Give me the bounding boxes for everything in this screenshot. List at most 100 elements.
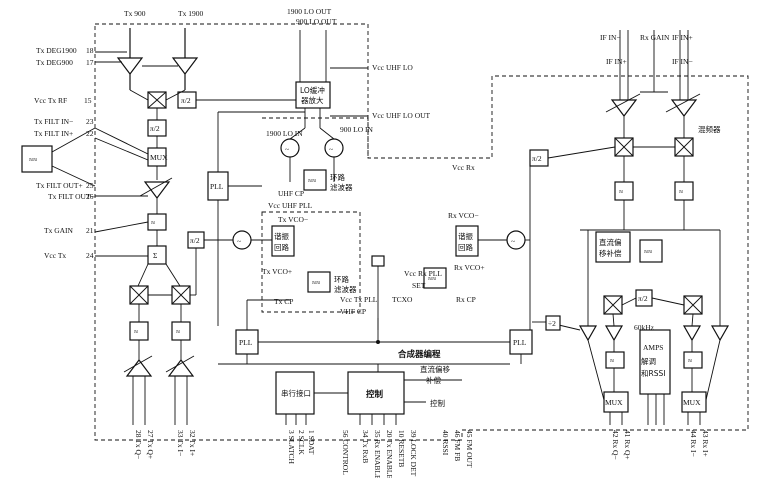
- rx-i-lpf: [683, 351, 703, 369]
- tx-tank-circuit: [271, 225, 295, 257]
- svg-text:MUX: MUX: [150, 153, 168, 162]
- uhf-section-boundary: [262, 117, 369, 158]
- pin-label-tx-deg1900: Tx DEG1900: [36, 46, 77, 55]
- khz60-label: 60kHz: [634, 323, 655, 332]
- svg-text:17: 17: [86, 58, 94, 67]
- rx-q-mux: [603, 391, 629, 413]
- svg-text:回路: 回路: [458, 242, 473, 252]
- tx900-driver: [116, 28, 144, 90]
- bottom-pin-44: 44 Rx I−: [689, 430, 698, 457]
- svg-text:π/2: π/2: [532, 154, 542, 163]
- tx-summer: [147, 245, 167, 265]
- pin-label-rx-cp: Rx CP: [456, 295, 476, 304]
- svg-text:回路: 回路: [274, 242, 289, 252]
- svg-text:π/2: π/2: [150, 124, 160, 133]
- svg-text:移补偿: 移补偿: [599, 248, 622, 258]
- pin-label-uhf-cp: UHF CP: [278, 189, 304, 198]
- rx-loop-filter: [423, 267, 447, 289]
- pin-label-vcc-rx-pll: Vcc Rx PLL: [404, 269, 442, 278]
- tx-external-filter: [21, 145, 53, 173]
- mixer-label: 混频器: [698, 124, 721, 134]
- pin-label-vcc-uhf-pll: Vcc UHF PLL: [268, 201, 313, 210]
- pin-label-tcxo: TCXO: [392, 295, 413, 304]
- svg-text:24: 24: [86, 251, 94, 260]
- svg-text:22: 22: [86, 129, 94, 138]
- pin-label-set: SET: [412, 281, 426, 290]
- pin-label-vcc-tx-pll: Vcc Tx PLL: [340, 295, 378, 304]
- pin-label-tx-deg900: Tx DEG900: [36, 58, 73, 67]
- bottom-pin-39: 39 LOCK DET: [409, 430, 418, 477]
- rx-dc-offset-comp: [595, 231, 631, 263]
- svg-text:~: ~: [285, 145, 289, 154]
- svg-text:环路: 环路: [330, 172, 345, 182]
- svg-text:≈: ≈: [619, 187, 623, 196]
- svg-text:≈: ≈: [134, 327, 138, 336]
- bottom-pin-43: 43 Rx I+: [701, 430, 710, 457]
- pin-label-tx-gain: Tx GAIN: [44, 226, 74, 235]
- svg-text:≈: ≈: [679, 187, 683, 196]
- pin-label-tx-filt-in-plus: Tx FILT IN+: [34, 129, 73, 138]
- rx-buf-4: [710, 325, 730, 342]
- bottom-pin-42: 42 Rx Q−: [611, 430, 620, 460]
- svg-text:PLL: PLL: [513, 338, 527, 347]
- svg-text:补偿: 补偿: [426, 375, 441, 385]
- rx-q-lpf: [605, 351, 625, 369]
- svg-text:PLL: PLL: [210, 182, 224, 191]
- bottom-pin-20: 20 Tx ENABLE: [385, 430, 394, 478]
- svg-text:18: 18: [86, 46, 94, 55]
- lo-buffer-amp: [295, 81, 331, 109]
- pin-label-tx900: Tx 900: [124, 9, 146, 18]
- pin-label-vcc-rx: Vcc Rx: [452, 163, 475, 172]
- svg-text:π/2: π/2: [181, 96, 191, 105]
- svg-text:滤波器: 滤波器: [334, 284, 357, 294]
- pin-label-lo-in-900: 900 LO IN: [340, 125, 373, 134]
- svg-text:≈≈: ≈≈: [312, 278, 320, 287]
- rx-filter-2: [674, 181, 694, 201]
- svg-text:21: 21: [86, 226, 94, 235]
- pin-label-rx-vco-plus: Rx VCO+: [454, 263, 485, 272]
- bottom-pin-3: 3 SLATCH: [287, 430, 296, 465]
- bottom-pin-10: 10 RESETB: [397, 430, 406, 467]
- bottom-pin-labels: 28 Tx Q−27 Tx Q+33 Tx I−32 Tx I+3 SLATCH…: [134, 430, 710, 478]
- uhf-vco-900: [324, 138, 344, 158]
- uhf-vco-1900: [280, 138, 300, 158]
- tcxo-crystal: [371, 255, 385, 267]
- svg-text:控制: 控制: [430, 398, 445, 408]
- bottom-pin-1: 1 SDAT: [307, 430, 316, 455]
- pin-label-vhf-cp: VHF CP: [340, 307, 366, 316]
- pin-label-vcc-uhf-lo-out: Vcc UHF LO OUT: [372, 111, 431, 120]
- pin-label-lo-out-1900: 1900 LO OUT: [287, 7, 332, 16]
- pin-label-if-in-minus: IF IN−: [600, 33, 621, 42]
- svg-text:≈≈: ≈≈: [29, 155, 37, 164]
- pin-label-vcc-tx-rf: Vcc Tx RF: [34, 96, 67, 105]
- bottom-pin-45: 45 FM OUT: [465, 430, 474, 468]
- svg-text:环路: 环路: [334, 274, 349, 284]
- pin-label-lo-in-1900: 1900 LO IN: [266, 129, 303, 138]
- rx-tank-circuit: [455, 225, 479, 257]
- pin-label-rx-vco-minus: Rx VCO−: [448, 211, 479, 220]
- svg-text:≈: ≈: [151, 218, 155, 227]
- svg-text:MUX: MUX: [605, 398, 623, 407]
- bottom-pin-32: 32 Tx I+: [188, 430, 197, 456]
- serial-interface: [275, 371, 315, 415]
- pin-label-if-in2-plus: IF IN+: [606, 57, 627, 66]
- svg-text:26: 26: [86, 192, 94, 201]
- svg-text:≈≈: ≈≈: [308, 176, 316, 185]
- rx-buf-2: [604, 325, 624, 342]
- svg-text:谐振: 谐振: [274, 231, 289, 241]
- svg-text:MUX: MUX: [683, 398, 701, 407]
- pin-label-lo-out-900: 900 LO OUT: [296, 17, 337, 26]
- pin-label-vcc-uhf-lo: Vcc UHF LO: [372, 63, 413, 72]
- rx-amps-filter: [639, 239, 663, 263]
- pin-label-if-in-plus: IF IN+: [672, 33, 693, 42]
- tx-i-filter: [171, 321, 191, 341]
- svg-text:≈≈: ≈≈: [644, 247, 652, 256]
- bottom-pin-27: 27 Tx Q+: [146, 430, 155, 459]
- pin-label-rx-gain: Rx GAIN: [640, 33, 670, 42]
- svg-text:≈: ≈: [176, 327, 180, 336]
- svg-text:直流偏: 直流偏: [599, 237, 622, 247]
- bottom-pin-34: 34 Tx RxB: [361, 430, 370, 463]
- svg-text:15: 15: [84, 96, 92, 105]
